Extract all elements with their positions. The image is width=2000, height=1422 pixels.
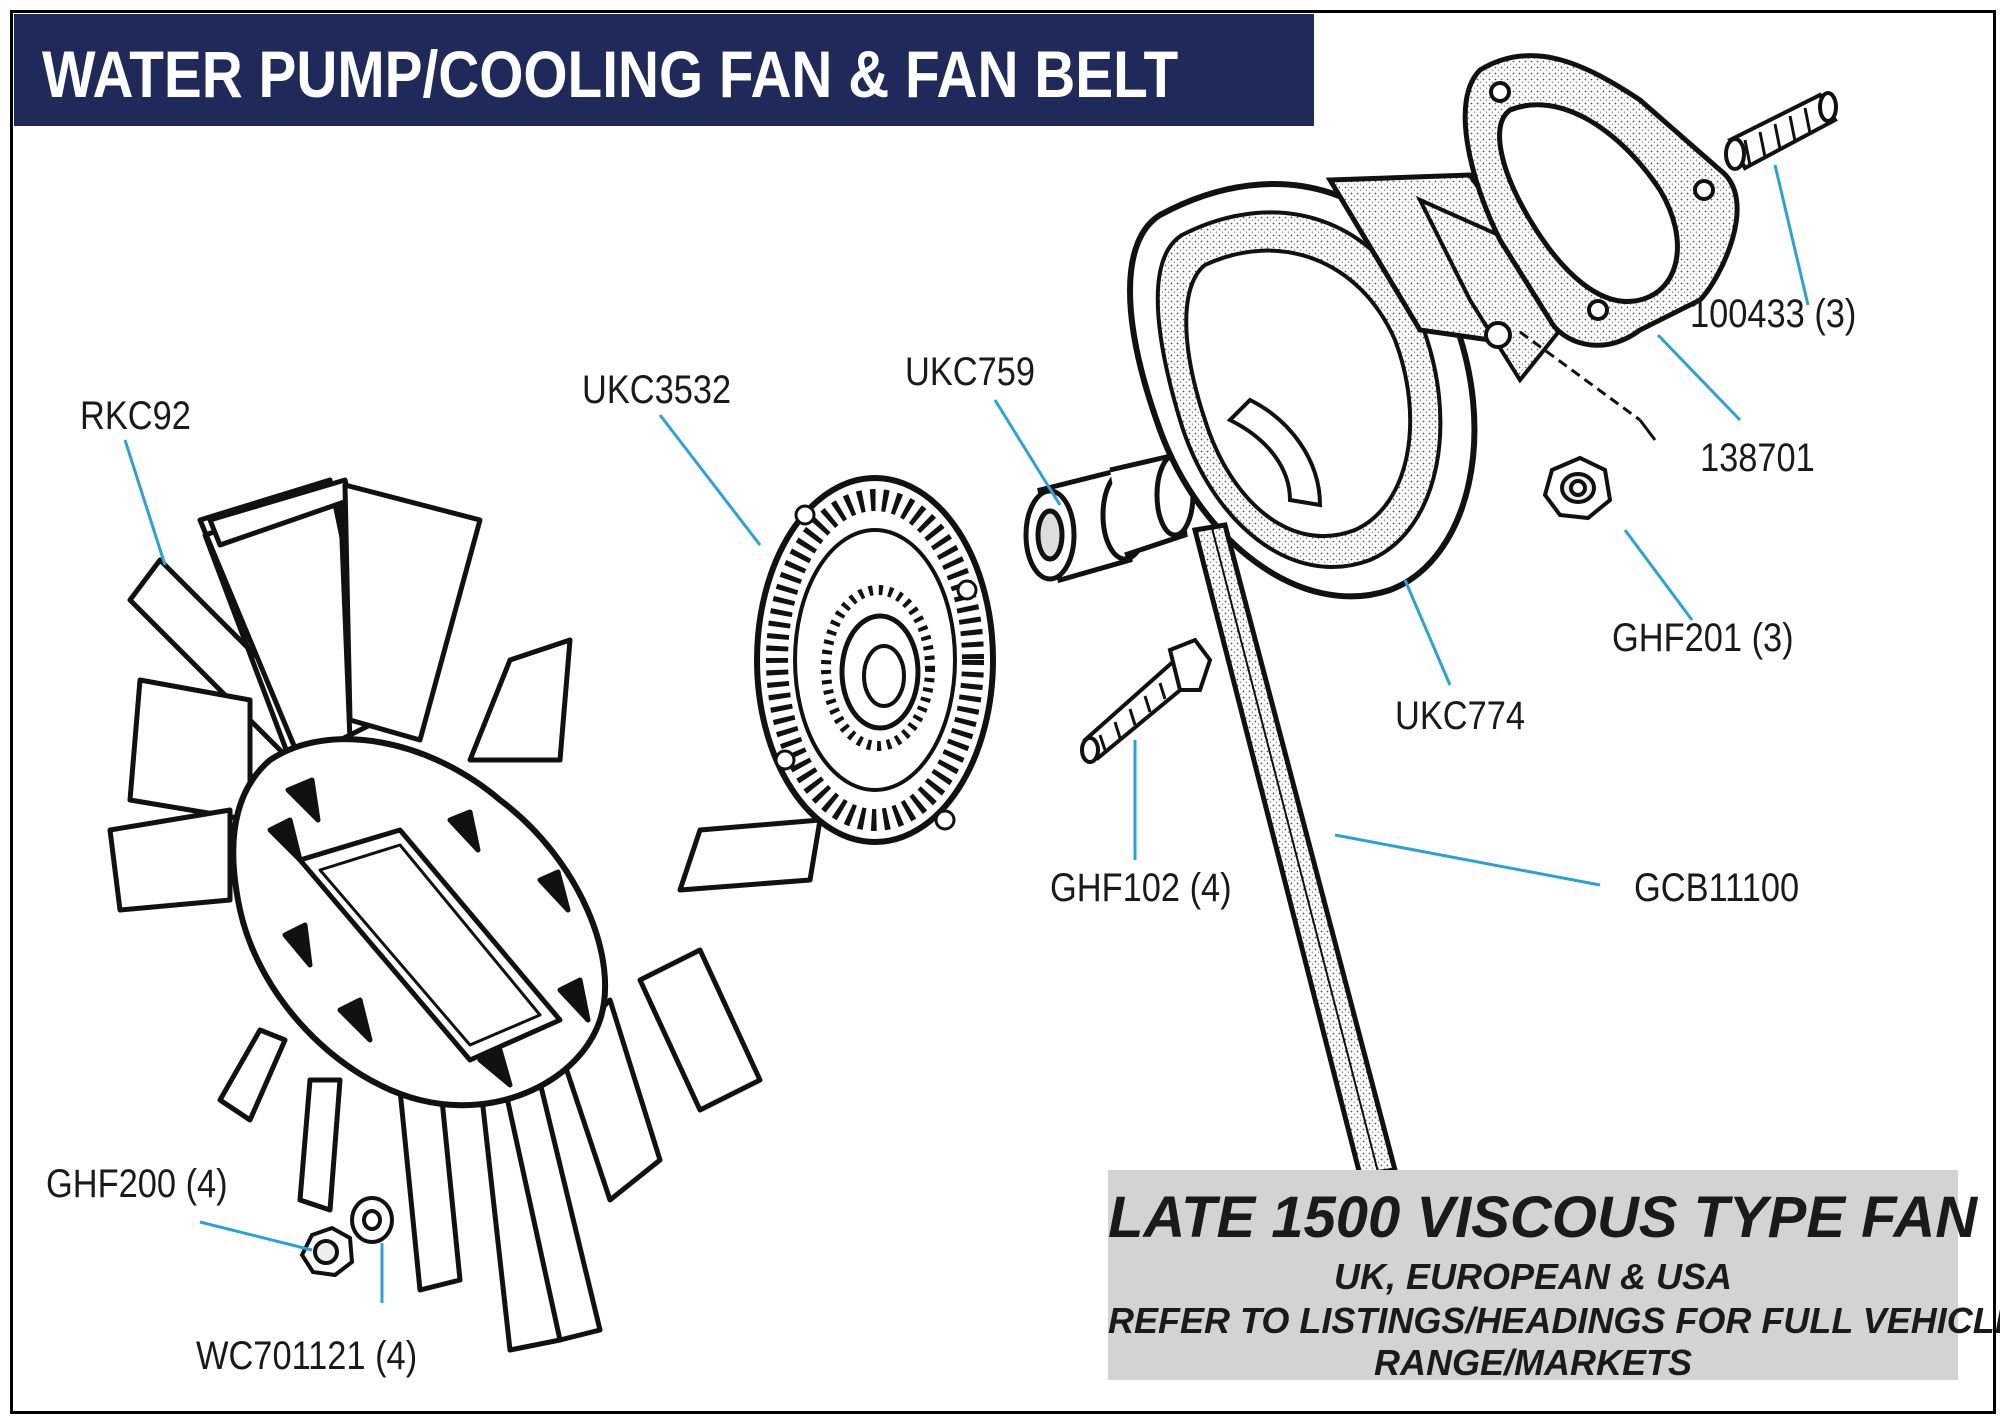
leader-gcb11100 <box>1334 833 1601 887</box>
page-title: WATER PUMP/COOLING FAN & FAN BELT <box>42 37 1179 111</box>
fan-nut <box>299 1225 355 1278</box>
leader-ukc759 <box>993 399 1062 506</box>
part-label-ukc759: UKC759 <box>905 350 1036 394</box>
leader-ukc774 <box>1403 579 1452 686</box>
fan-blade-assembly <box>107 477 823 1353</box>
part-label-rkc92: RKC92 <box>80 394 191 438</box>
stud <box>1724 91 1838 171</box>
hub-spacer <box>1023 451 1196 584</box>
leader-ghf200 <box>199 1220 313 1252</box>
part-label-138701: 138701 <box>1700 436 1815 480</box>
part-label-ukc774: UKC774 <box>1395 694 1526 738</box>
leader-rkc92 <box>123 439 167 566</box>
leader-ukc3532 <box>658 414 762 546</box>
fan-belt <box>1191 522 1399 1178</box>
note-range-line: RANGE/MARKETS <box>1373 1342 1692 1383</box>
leader-138701 <box>1656 333 1742 422</box>
part-label-ghf102: GHF102 (4) <box>1050 866 1232 910</box>
part-label-wc701121: WC701121 (4) <box>196 1334 418 1378</box>
leader-ghf201 <box>1623 529 1694 621</box>
note-markets: UK, EUROPEAN & USA <box>1333 1256 1733 1297</box>
viscous-coupling <box>754 475 996 845</box>
variant-note-box: LATE 1500 VISCOUS TYPE FAN UK, EUROPEAN … <box>1108 1170 2000 1383</box>
note-refer-line: REFER TO LISTINGS/HEADINGS FOR FULL VEHI… <box>1108 1300 2000 1341</box>
leader-lines <box>123 164 1810 1303</box>
pump-nut <box>1542 455 1613 521</box>
part-label-ukc3532: UKC3532 <box>582 368 732 412</box>
part-label-ghf201: GHF201 (3) <box>1612 616 1794 660</box>
part-label-gcb11100: GCB11100 <box>1634 866 1800 910</box>
pump-gasket <box>1462 53 1740 441</box>
part-label-100433: 100433 (3) <box>1690 292 1857 336</box>
leader-100433 <box>1773 164 1810 306</box>
part-label-ghf200: GHF200 (4) <box>46 1162 228 1206</box>
title-banner: WATER PUMP/COOLING FAN & FAN BELT <box>14 14 1314 126</box>
note-heading: LATE 1500 VISCOUS TYPE FAN <box>1108 1185 1978 1250</box>
water-pump-pulley <box>1127 172 1563 600</box>
fan-bolt <box>1080 637 1213 764</box>
fan-washer <box>350 1196 394 1244</box>
